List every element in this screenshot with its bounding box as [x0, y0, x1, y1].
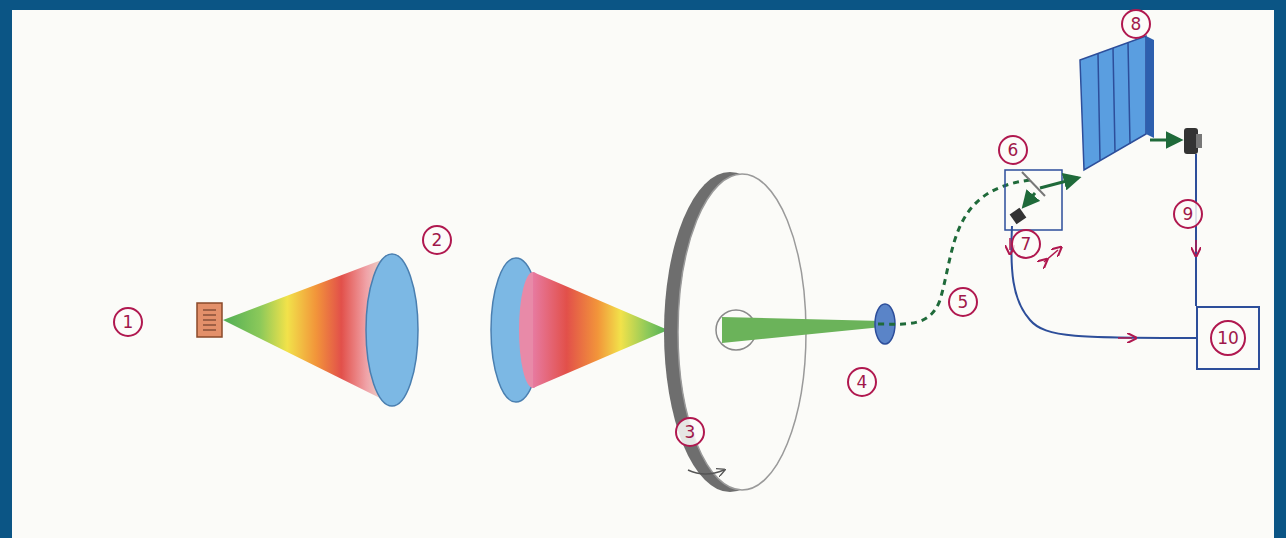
callout-number: 8 — [1121, 9, 1151, 39]
optical-fibre — [878, 180, 1030, 324]
light-path — [1150, 139, 1180, 142]
mirror — [1010, 208, 1027, 225]
electronics-box: 10 — [1196, 306, 1260, 370]
mirror — [1022, 172, 1045, 196]
callout-number: 5 — [948, 287, 978, 317]
motion-arrow — [1044, 250, 1058, 262]
paper — [12, 10, 1274, 538]
diffraction-grating — [1080, 36, 1154, 170]
callout-number: 1 — [113, 307, 143, 337]
callout-number: 9 — [1173, 199, 1203, 229]
signal-arrow — [1118, 337, 1132, 339]
callout-number: 3 — [675, 417, 705, 447]
monochromator-housing — [1005, 170, 1062, 230]
light-beam — [722, 317, 882, 343]
signal-wire — [1011, 226, 1196, 338]
detector-symbol — [1184, 128, 1202, 154]
light-path — [1024, 193, 1035, 206]
callout-number: 4 — [847, 367, 877, 397]
lens — [366, 254, 418, 406]
callout-number: 7 — [1011, 229, 1041, 259]
light-path — [1040, 178, 1078, 188]
signal-arrow — [1195, 240, 1197, 252]
callout-number: 10 — [1210, 320, 1246, 356]
light-cone — [533, 272, 668, 388]
lamp-symbol — [197, 303, 222, 337]
callout-number: 6 — [998, 135, 1028, 165]
signal-wire — [1195, 154, 1197, 306]
callout-number: 2 — [422, 225, 452, 255]
